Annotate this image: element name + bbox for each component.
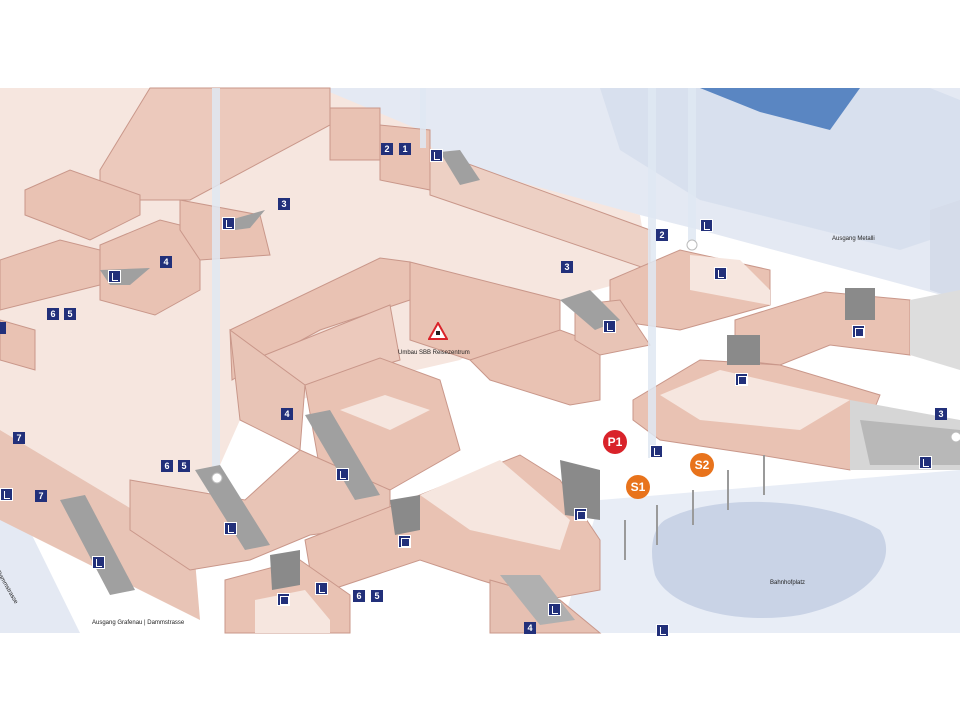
track-badge: 3 <box>935 408 947 420</box>
escalator-icon <box>222 217 235 230</box>
construction-warning-icon <box>427 320 449 345</box>
metalli-roof <box>700 88 860 130</box>
light-shaft-2 <box>648 88 656 458</box>
lift-icon <box>574 508 587 521</box>
escalator-icon <box>656 624 669 637</box>
line-p1-marker[interactable]: P1 <box>603 430 627 454</box>
block-w2 <box>99 219 201 316</box>
escalator-icon <box>92 556 105 569</box>
escalator-icon <box>650 445 663 458</box>
line-s2-marker[interactable]: S2 <box>690 453 714 477</box>
track-badge: 6 <box>47 308 59 320</box>
construction-label: Umbau SBB Reisezentrum <box>398 350 470 356</box>
escalator-icon <box>919 456 932 469</box>
track-badge: 5 <box>64 308 76 320</box>
lift-icon <box>735 373 748 386</box>
block-nw <box>24 169 141 241</box>
lift-shaft-1 <box>560 460 600 520</box>
track-badge: 5 <box>371 590 383 602</box>
escalator-south <box>60 495 135 595</box>
track-badge: 2 <box>381 143 393 155</box>
track-badge: 6 <box>161 460 173 472</box>
lift-icon <box>277 593 290 606</box>
line-s1-marker[interactable]: S1 <box>626 475 650 499</box>
escalator-icon <box>108 270 121 283</box>
track-badge: 1 <box>399 143 411 155</box>
street-bahnhofplatz-label: Bahnhofplatz <box>770 580 806 586</box>
lift-icon <box>852 325 865 338</box>
track-badge: 7 <box>13 432 25 444</box>
track-badge: 3 <box>561 261 573 273</box>
track-badge: 3 <box>278 198 290 210</box>
escalator-icon <box>315 582 328 595</box>
escalator-central <box>305 410 380 500</box>
light-shaft-1 <box>212 88 220 478</box>
lift-icon <box>398 535 411 548</box>
track-badge: 4 <box>160 256 172 268</box>
escalator-west <box>195 465 270 550</box>
escalator-icon <box>548 603 561 616</box>
escalator-icon <box>714 267 727 280</box>
escalator-icon <box>430 149 443 162</box>
exit-metalli-label: Ausgang Metalli <box>832 236 875 242</box>
escalator-icon <box>224 522 237 535</box>
track-badge: 5 <box>178 460 190 472</box>
bicycle-icon <box>700 219 713 232</box>
track-badge: 4 <box>524 622 536 634</box>
bahnhofplatz-area <box>652 501 887 619</box>
track-badge: 6 <box>353 590 365 602</box>
escalator-icon <box>336 468 349 481</box>
bicycle-icon <box>0 488 13 501</box>
track-badge: 4 <box>281 408 293 420</box>
escalator-north <box>440 150 480 185</box>
exit-grafenau-label: Ausgang Grafenau | Dammstrasse <box>92 620 185 626</box>
escalator-icon <box>603 320 616 333</box>
track-badge <box>0 322 6 334</box>
track-badge: 2 <box>656 229 668 241</box>
light-shaft-3 <box>688 88 696 248</box>
track-badge: 7 <box>35 490 47 502</box>
